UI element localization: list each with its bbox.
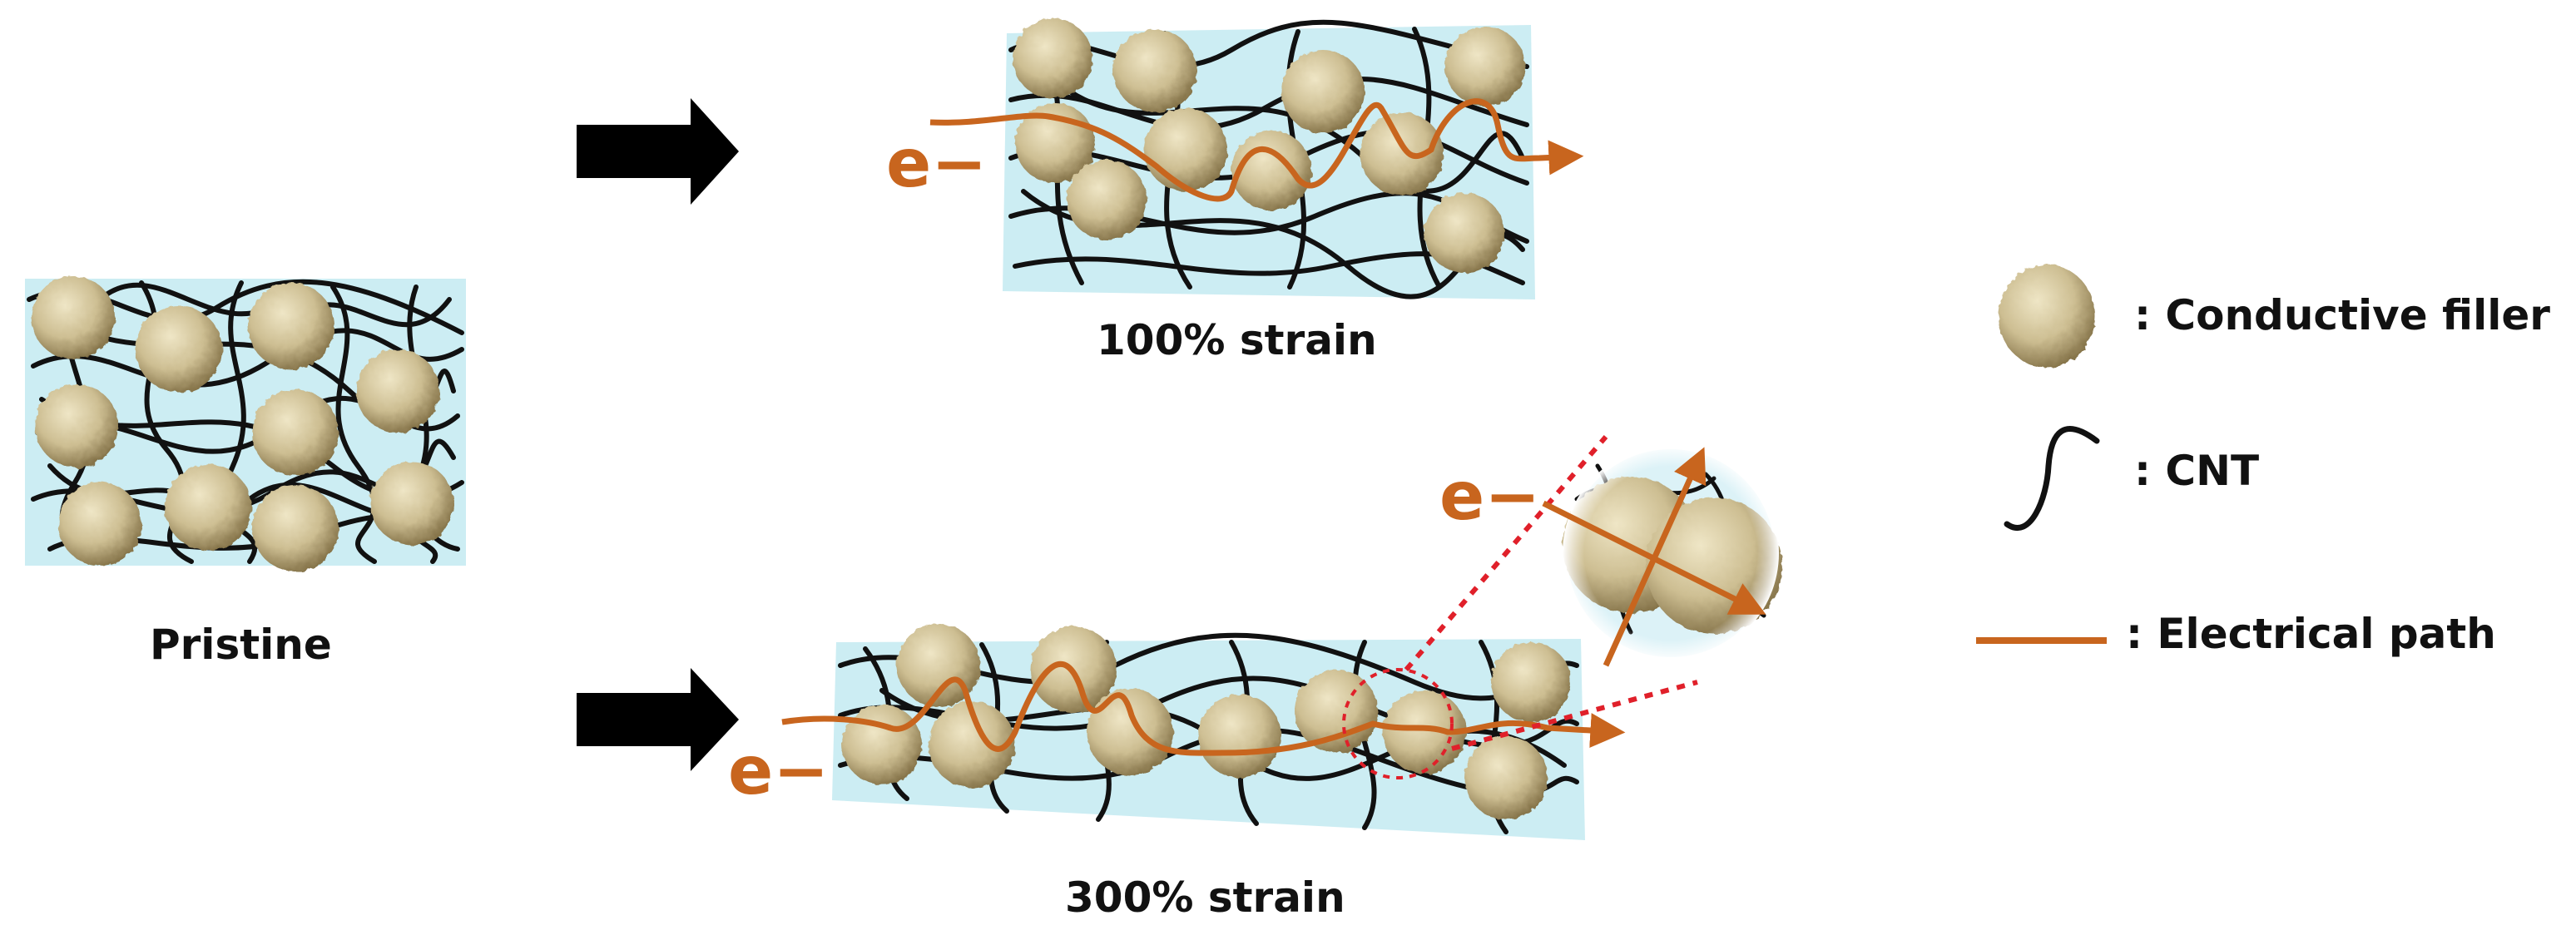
strain-100-label: 100% strain bbox=[1097, 316, 1377, 364]
conductive-filler bbox=[35, 384, 118, 468]
conductive-filler bbox=[1424, 193, 1504, 273]
zoom-callout-lines bbox=[1404, 435, 1698, 751]
pristine-label: Pristine bbox=[150, 621, 332, 669]
zoom-inset bbox=[1542, 445, 1782, 667]
strain-100-block bbox=[929, 18, 1584, 299]
electron-label-100: e− bbox=[886, 125, 988, 202]
conductive-filler bbox=[252, 389, 339, 476]
legend-filler-swatch bbox=[1999, 265, 2095, 368]
transition-arrow-100 bbox=[577, 98, 739, 205]
conductive-filler bbox=[1067, 160, 1147, 240]
strain-300-label: 300% strain bbox=[1065, 873, 1345, 922]
pristine-block bbox=[25, 276, 466, 571]
legend-cnt-swatch bbox=[2004, 426, 2100, 531]
strain-300-electrical-path bbox=[781, 661, 1626, 756]
conductive-filler bbox=[32, 276, 115, 359]
conductive-filler bbox=[1113, 29, 1196, 112]
zoom-blocked-path bbox=[1603, 447, 1707, 667]
electron-label-300: e− bbox=[728, 732, 830, 809]
conductive-filler bbox=[1087, 689, 1173, 775]
conductive-filler bbox=[252, 485, 339, 571]
conductive-filler bbox=[1464, 736, 1548, 819]
conductive-filler bbox=[1013, 18, 1092, 98]
zoom-target-circle bbox=[1342, 668, 1454, 779]
conductive-filler bbox=[1231, 131, 1311, 210]
conductive-filler bbox=[842, 705, 922, 784]
conductive-filler bbox=[165, 464, 251, 551]
legend bbox=[1976, 265, 2107, 644]
pristine-fillers bbox=[32, 276, 453, 571]
conductive-filler bbox=[1360, 112, 1444, 195]
conductive-filler bbox=[248, 283, 334, 369]
conductive-filler bbox=[58, 482, 141, 566]
conductive-filler bbox=[1281, 50, 1365, 133]
legend-cnt-label: : CNT bbox=[2134, 447, 2260, 495]
legend-filler-label: : Conductive filler bbox=[2134, 291, 2550, 339]
strain-100-electrical-path bbox=[929, 98, 1584, 202]
conductive-filler bbox=[356, 349, 439, 433]
transition-arrow-300 bbox=[577, 668, 739, 771]
electron-label-zoom: e− bbox=[1439, 458, 1541, 535]
conductive-filler bbox=[370, 462, 453, 545]
conductive-filler bbox=[897, 624, 980, 707]
conductive-filler bbox=[1198, 695, 1281, 778]
conductive-filler bbox=[929, 701, 1015, 788]
conductive-filler bbox=[1491, 642, 1571, 722]
conductive-filler bbox=[1144, 108, 1227, 191]
strain-300-fillers bbox=[842, 624, 1571, 819]
conductive-filler bbox=[1445, 27, 1525, 106]
strain-300-block bbox=[781, 435, 1782, 840]
legend-path-label: : Electrical path bbox=[2126, 610, 2496, 658]
conductive-filler bbox=[136, 306, 222, 393]
